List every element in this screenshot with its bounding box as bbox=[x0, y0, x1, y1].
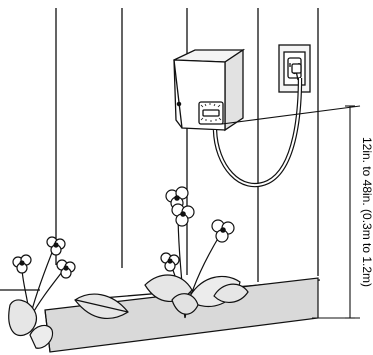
flower-icon bbox=[46, 236, 66, 256]
plant-right-leaves bbox=[213, 283, 249, 303]
transformer-box bbox=[173, 48, 246, 132]
outlet-cover bbox=[278, 44, 311, 93]
flower-icon bbox=[160, 252, 180, 272]
flower-icon bbox=[56, 259, 76, 279]
power-cord bbox=[212, 77, 303, 188]
dimension-label: 12in. to 48in. (0.3m to 1.2m) bbox=[360, 137, 373, 287]
plug-icon bbox=[291, 63, 302, 81]
plant-middle bbox=[74, 293, 129, 319]
dimension-guide bbox=[221, 105, 361, 319]
flower-icon bbox=[171, 203, 195, 227]
wall-siding bbox=[0, 8, 321, 301]
plants bbox=[8, 186, 249, 349]
flower-icon bbox=[211, 219, 235, 243]
plant-left bbox=[8, 236, 76, 349]
flower-icon bbox=[165, 186, 189, 210]
flower-icon bbox=[12, 254, 32, 274]
timer-dial bbox=[198, 101, 224, 125]
